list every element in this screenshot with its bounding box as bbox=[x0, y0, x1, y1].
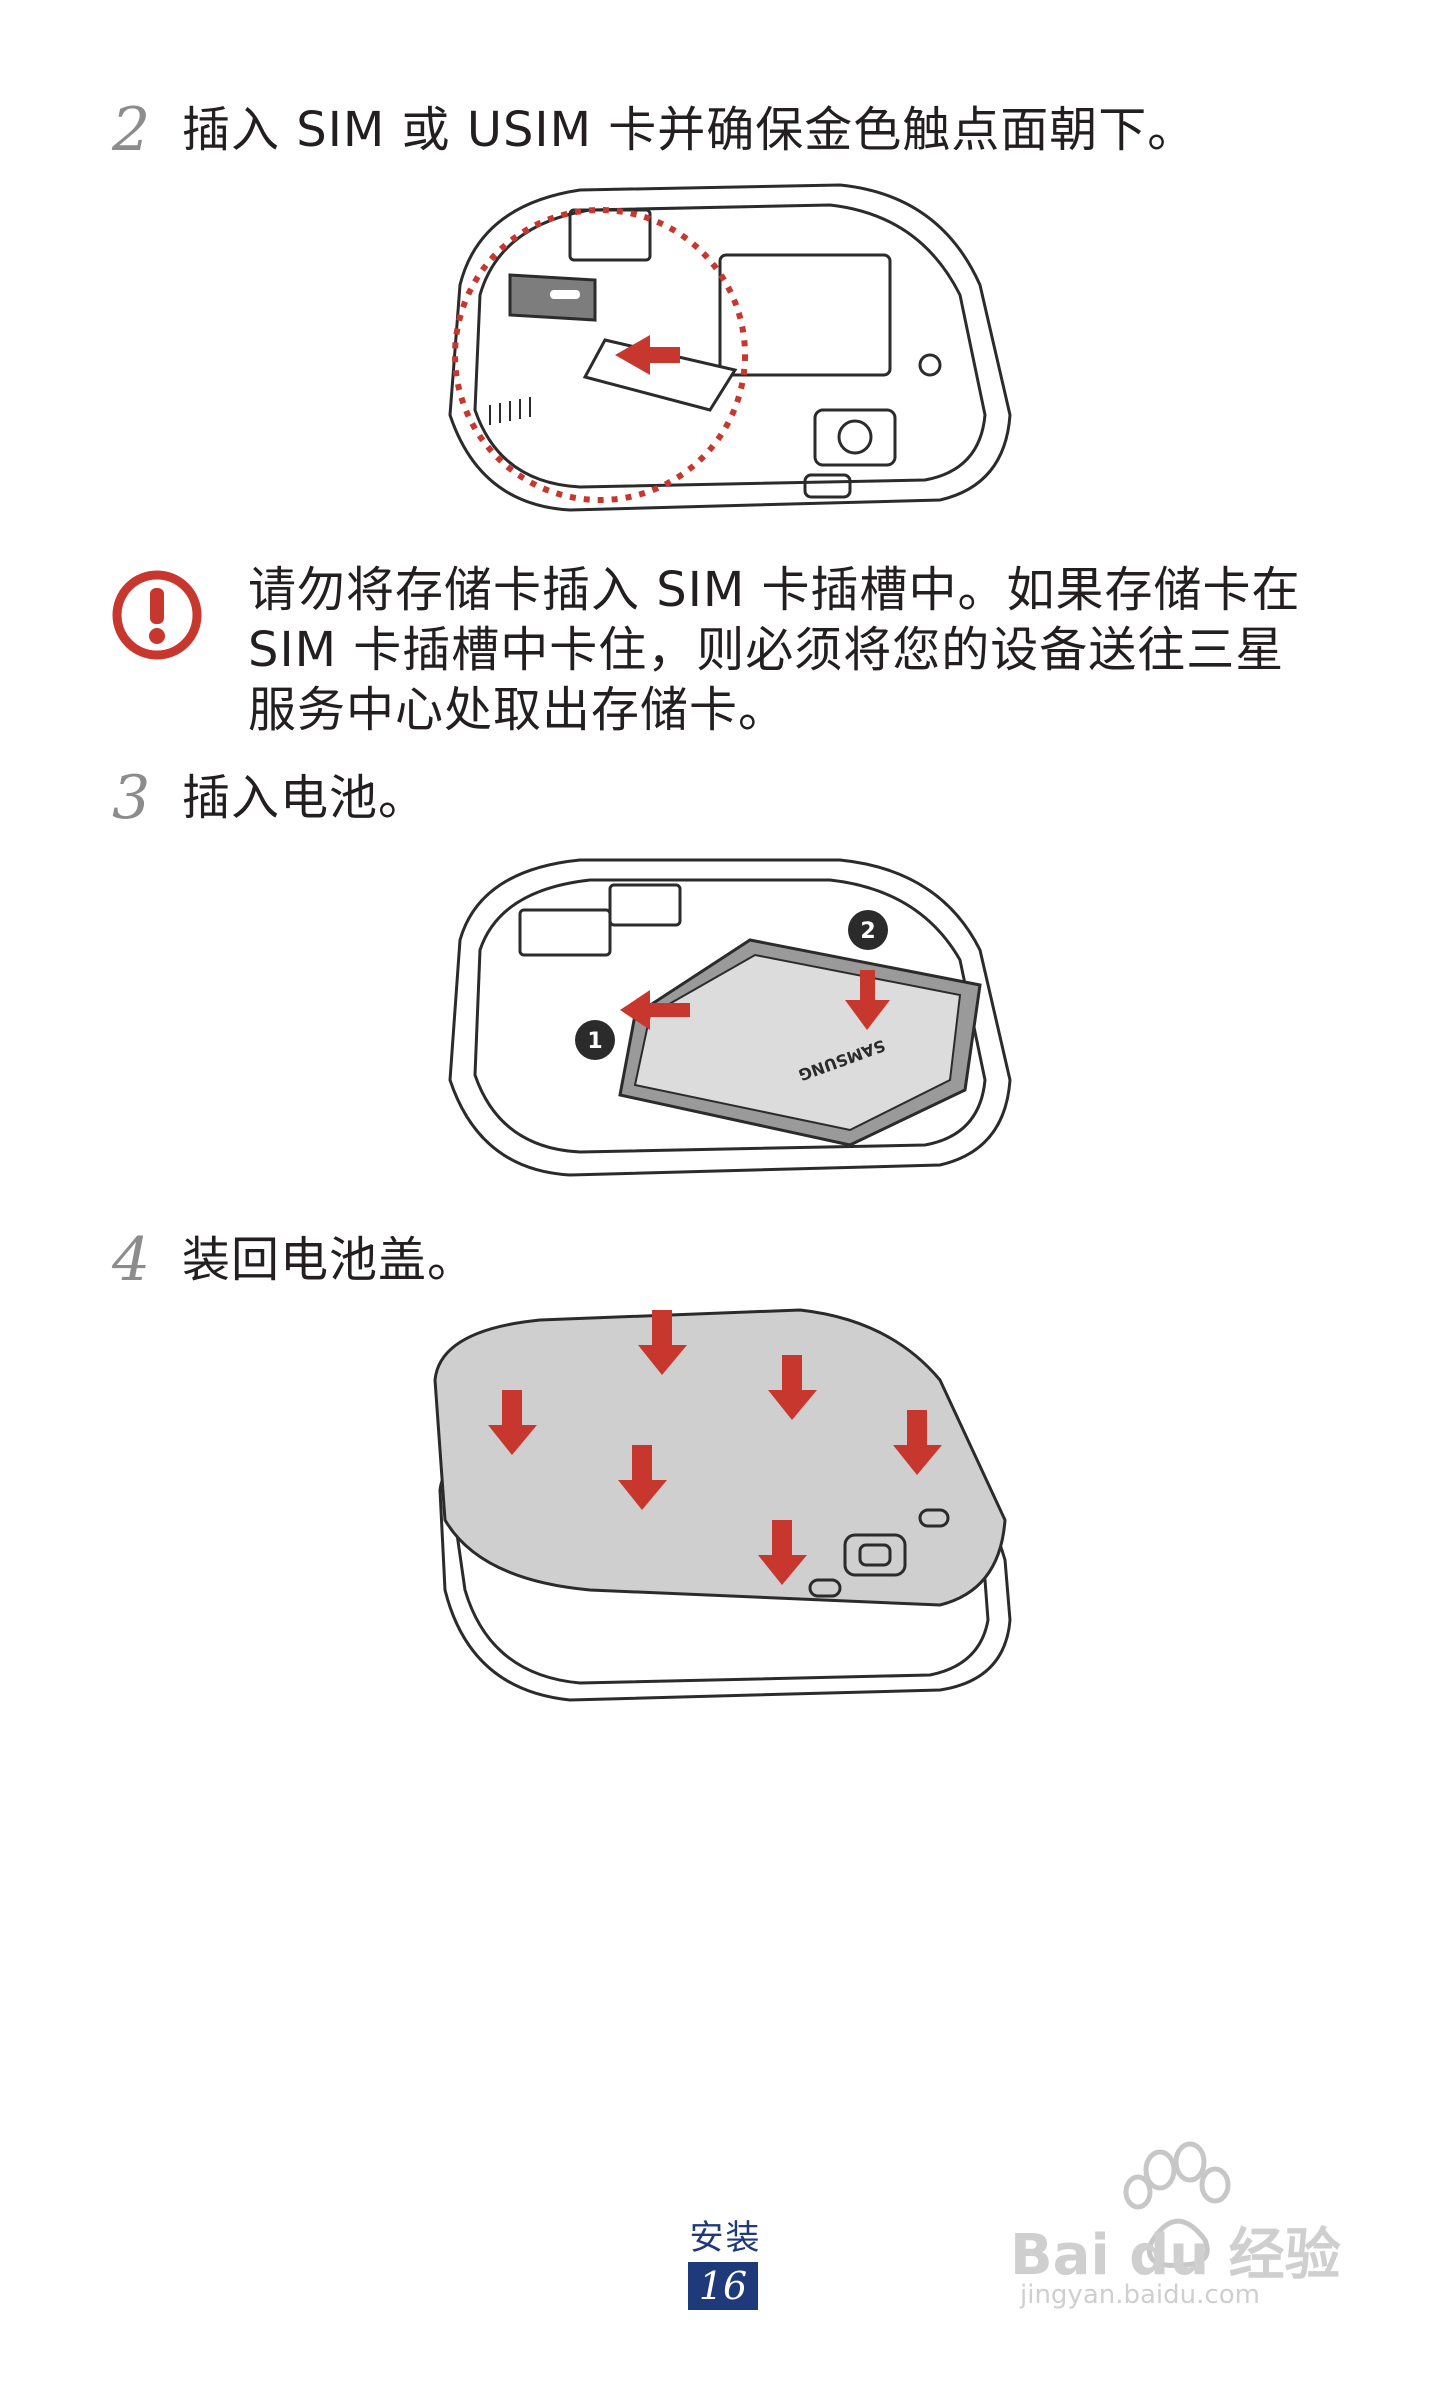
callout-1-icon bbox=[575, 1020, 615, 1060]
step-number: 2 bbox=[112, 95, 151, 165]
caution-line: 服务中心处取出存储卡。 bbox=[248, 682, 788, 738]
callout-1-label: 1 bbox=[587, 1029, 602, 1054]
callout-2-label: 2 bbox=[860, 919, 875, 944]
step-text: 插入 SIM 或 USIM 卡并确保金色触点面朝下。 bbox=[182, 102, 1197, 158]
step-text: 装回电池盖。 bbox=[182, 1232, 477, 1288]
step-4: 4 装回电池盖。 bbox=[112, 1230, 476, 1290]
battery-insertion-illustration: SAMSUNG 1 2 bbox=[448, 858, 1012, 1177]
baidu-watermark: Bai du 经验 jingyan.baidu.com bbox=[1010, 2130, 1350, 2324]
caution-note: 请勿将存储卡插入 SIM 卡插槽中。如果存储卡在 SIM 卡插槽中卡住，则必须将… bbox=[112, 560, 1352, 740]
step-number: 3 bbox=[112, 763, 151, 833]
caution-text: 请勿将存储卡插入 SIM 卡插槽中。如果存储卡在 SIM 卡插槽中卡住，则必须将… bbox=[248, 560, 1301, 740]
watermark-brand: Bai du 经验 bbox=[1010, 2223, 1341, 2288]
page-number: 16 bbox=[688, 2262, 758, 2310]
step-3: 3 插入电池。 bbox=[112, 768, 427, 828]
caution-line: 请勿将存储卡插入 SIM 卡插槽中。如果存储卡在 bbox=[248, 562, 1301, 618]
caution-line: SIM 卡插槽中卡住，则必须将您的设备送往三星 bbox=[248, 622, 1285, 678]
section-title: 安装 bbox=[689, 2218, 762, 2258]
caution-icon bbox=[112, 570, 202, 660]
callout-2-icon bbox=[848, 910, 888, 950]
step-text: 插入电池。 bbox=[182, 770, 428, 826]
step-number: 4 bbox=[112, 1225, 151, 1295]
watermark-url: jingyan.baidu.com bbox=[1020, 2280, 1260, 2310]
sim-insertion-illustration bbox=[448, 183, 1012, 512]
battery-cover-illustration bbox=[433, 1308, 1012, 1702]
baidu-paw-icon bbox=[1123, 2141, 1231, 2268]
step-2: 2 插入 SIM 或 USIM 卡并确保金色触点面朝下。 bbox=[112, 100, 1196, 160]
